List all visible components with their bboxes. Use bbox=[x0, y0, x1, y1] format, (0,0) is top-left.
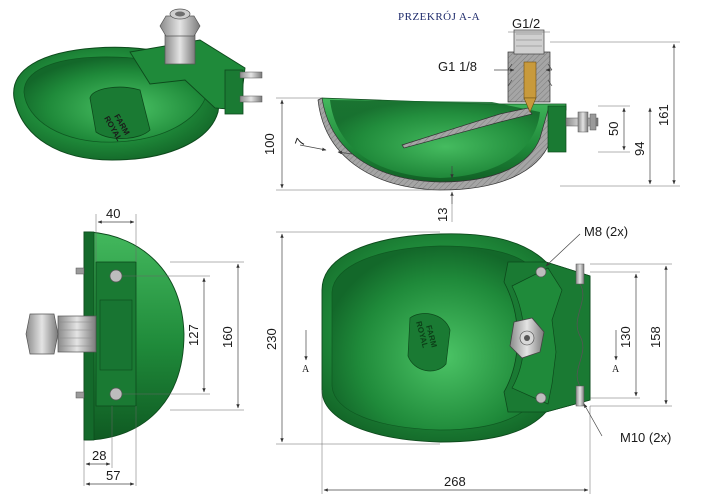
dim-130: 130 bbox=[618, 326, 633, 348]
dim-94: 94 bbox=[632, 142, 647, 156]
iso-bolt-2 bbox=[239, 95, 263, 103]
thread-side-label: G1 1/8 bbox=[438, 59, 477, 74]
top-bolt-top bbox=[575, 263, 585, 285]
section-valve-core bbox=[523, 61, 537, 99]
top-hole-top bbox=[535, 266, 547, 278]
dim-100: 100 bbox=[262, 133, 277, 155]
top-bolt-bottom bbox=[575, 385, 585, 407]
dim-28: 28 bbox=[92, 448, 106, 463]
dim-50: 50 bbox=[606, 122, 621, 136]
top-paddle bbox=[407, 313, 451, 372]
label-m8: M8 (2x) bbox=[584, 224, 628, 239]
section-mark-a-left: A bbox=[302, 364, 310, 375]
section-back-plate bbox=[547, 105, 567, 153]
front-valve-nut bbox=[25, 313, 59, 355]
isometric-view: ROYAL FARM bbox=[13, 8, 263, 161]
front-bolt-top bbox=[109, 269, 123, 283]
label-m10: M10 (2x) bbox=[620, 430, 671, 445]
iso-back-plate bbox=[224, 69, 244, 115]
section-paddle bbox=[401, 107, 533, 149]
iso-paddle bbox=[89, 86, 151, 139]
section-nut bbox=[577, 111, 589, 133]
top-view: ROYAL FARM A A 230 130 158 268 M8 (2x) M… bbox=[264, 224, 672, 494]
dim-230: 230 bbox=[264, 328, 279, 350]
thread-top-label: G1/2 bbox=[512, 16, 540, 31]
dim-158: 158 bbox=[648, 326, 663, 348]
dim-40: 40 bbox=[106, 206, 120, 221]
iso-valve-nut bbox=[159, 15, 201, 37]
section-valve-needle bbox=[523, 97, 537, 113]
dim-268: 268 bbox=[444, 474, 466, 489]
top-hole-bottom bbox=[535, 392, 547, 404]
dim-7: 7 bbox=[292, 136, 309, 148]
dim-57: 57 bbox=[106, 468, 120, 483]
iso-bolt-1 bbox=[239, 71, 263, 79]
dim-13: 13 bbox=[435, 208, 450, 222]
section-view: PRZEKRÓJ A-A G1/2 G1 1/8 100 bbox=[262, 11, 680, 222]
front-valve-body bbox=[57, 315, 97, 353]
dim-127: 127 bbox=[186, 324, 201, 346]
section-title: PRZEKRÓJ A-A bbox=[398, 11, 480, 23]
section-valve-top bbox=[513, 29, 545, 55]
iso-valve-body bbox=[164, 33, 196, 65]
section-mark-a-right: A bbox=[612, 364, 620, 375]
front-view: 40 127 160 28 57 bbox=[25, 206, 244, 486]
dim-161: 161 bbox=[656, 104, 671, 126]
dim-160: 160 bbox=[220, 326, 235, 348]
front-bolt-bottom bbox=[109, 387, 123, 401]
